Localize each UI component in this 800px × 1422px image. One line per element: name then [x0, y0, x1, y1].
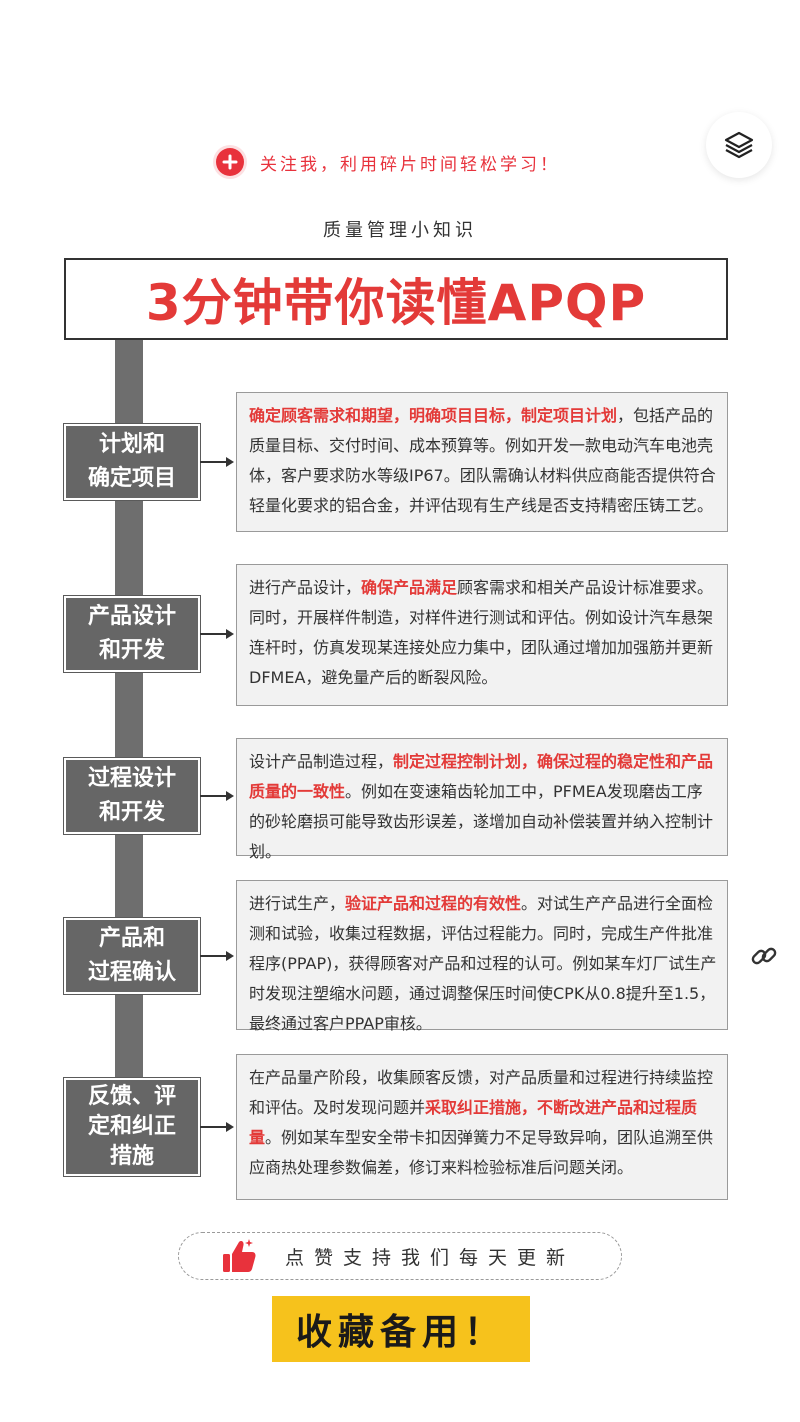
title-box: 3分钟带你读懂APQP [64, 258, 728, 340]
stage-box-3: 过程设计 和开发 [64, 758, 200, 834]
stage-desc-text: 设计产品制造过程， [249, 752, 394, 771]
stage-box-1: 计划和 确定项目 [64, 424, 200, 500]
stage-label-line: 和开发 [98, 800, 165, 825]
stage-desc-text: 。例如某车型安全带卡扣因弹簧力不足导致异响，团队追溯至供应商热处理参数偏差，修订… [249, 1128, 714, 1177]
stage-label-line: 定和纠正 [87, 1114, 176, 1139]
stage-label-line: 过程设计 [87, 766, 176, 791]
follow-banner[interactable]: 关注我，利用碎片时间轻松学习！ [216, 146, 560, 178]
stage-label-line: 确定项目 [87, 466, 176, 491]
stage-desc-highlight: 确定顾客需求和期望，明确项目目标，制定项目计划 [249, 406, 618, 425]
like-bar[interactable]: 点赞支持我们每天更新 [178, 1232, 622, 1280]
stage-box-4: 产品和 过程确认 [64, 918, 200, 994]
stage-label-line: 反馈、评 [87, 1084, 176, 1109]
stage-desc-text: 。对试生产产品进行全面检测和试验，收集过程数据，评估过程能力。同时，完成生产件批… [249, 894, 717, 1033]
arrow-icon [200, 629, 234, 639]
stage-label-line: 措施 [109, 1144, 154, 1169]
plus-circle-icon [216, 148, 244, 176]
link-icon [751, 947, 777, 965]
stage-card-4: 进行试生产，验证产品和过程的有效性。对试生产产品进行全面检测和试验，收集过程数据… [236, 880, 728, 1033]
arrow-icon [200, 457, 234, 467]
stage-desc-text: 进行试生产， [249, 894, 346, 913]
stage-box-2: 产品设计 和开发 [64, 596, 200, 672]
stage-card-3: 设计产品制造过程，制定过程控制计划，确保过程的稳定性和产品质量的一致性。例如在变… [236, 738, 728, 861]
link-button[interactable] [742, 934, 786, 978]
stage-desc-text: 进行产品设计， [249, 578, 362, 597]
stage-desc-text: 。例如在变速箱齿轮加工中，PFMEA发现磨齿工序的砂轮磨损可能导致齿形误差，遂增… [249, 782, 714, 861]
thumbs-up-icon [223, 1239, 256, 1272]
stage-desc-text: 顾客需求和相关产品设计标准要求。同时，开展样件制造，对样件进行测试和评估。例如设… [249, 578, 714, 687]
layers-icon [724, 131, 754, 159]
stage-desc-highlight: 确保产品满足 [361, 578, 458, 597]
layers-button[interactable] [706, 112, 772, 178]
stage-label-line: 产品和 [98, 926, 165, 951]
stage-card-2: 进行产品设计，确保产品满足顾客需求和相关产品设计标准要求。同时，开展样件制造，对… [236, 564, 728, 706]
stage-label-line: 产品设计 [87, 604, 176, 629]
stage-box-5: 反馈、评 定和纠正 措施 [64, 1078, 200, 1176]
stage-desc-text: 在产品量产阶段，收集顾客反馈，对产品质量和过程进行持续监控和评估。及时发现问题并 [249, 1068, 714, 1117]
follow-text: 关注我，利用碎片时间轻松学习！ [260, 154, 560, 175]
collect-text: 收藏备用！ [295, 1311, 506, 1353]
stage-desc-highlight: 制定过程控制计划，确保过程的稳定性和产品质量的一致性 [249, 752, 714, 801]
collect-banner[interactable]: 收藏备用！ [272, 1296, 530, 1362]
like-text: 点赞支持我们每天更新 [285, 1246, 576, 1269]
arrow-icon [200, 791, 234, 801]
stage-label-line: 过程确认 [87, 960, 176, 985]
arrow-icon [200, 1122, 234, 1132]
stage-desc-text: ，包括产品的质量目标、交付时间、成本预算等。例如开发一款电动汽车电池壳体，客户要… [249, 406, 716, 515]
stage-card-5: 在产品量产阶段，收集顾客反馈，对产品质量和过程进行持续监控和评估。及时发现问题并… [236, 1054, 728, 1200]
page-title: 3分钟带你读懂APQP [145, 274, 647, 332]
stage-card-1: 确定顾客需求和期望，明确项目目标，制定项目计划，包括产品的质量目标、交付时间、成… [236, 392, 728, 532]
stage-desc-highlight: 采取纠正措施，不断改进产品和过程质量 [249, 1098, 698, 1147]
stage-label-line: 和开发 [98, 638, 165, 663]
stage-label-line: 计划和 [98, 432, 165, 457]
arrow-icon [200, 951, 234, 961]
subtitle: 质量管理小知识 [323, 220, 477, 241]
stage-desc-highlight: 验证产品和过程的有效性 [345, 894, 522, 913]
